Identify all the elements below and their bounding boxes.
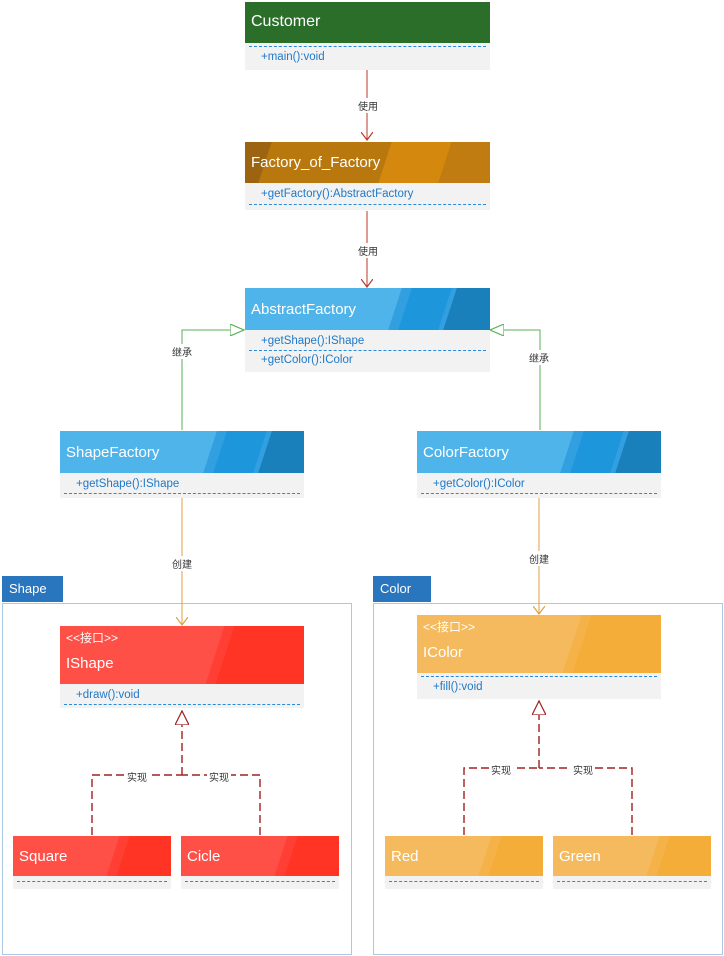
class-red-body [385,876,543,889]
edge-inherit-right [490,330,541,430]
class-cicle-body [181,876,339,889]
edge-impl-square [91,774,182,835]
class-abstract-factory-body: +getShape():IShape +getColor():IColor [245,330,490,372]
edge-label-impl-square: 实现 [125,769,149,784]
edge-label-inherit-right: 继承 [527,350,551,365]
class-red-title: Red [391,848,419,865]
interface-icolor[interactable]: <<接口>> IColor +fill():void [417,615,661,699]
class-factory-of-factory-title: Factory_of_Factory [251,154,381,171]
class-shape-factory-body: +getShape():IShape [60,473,304,498]
member-shape-factory-get-shape: +getShape():IShape [76,478,180,490]
class-shape-factory-header: ShapeFactory [60,431,304,473]
class-factory-of-factory[interactable]: Factory_of_Factory +getFactory():Abstrac… [245,142,490,210]
edge-label-create-left: 创建 [170,556,194,571]
member-get-color: +getColor():IColor [261,354,353,366]
class-shape-factory[interactable]: ShapeFactory +getShape():IShape [60,431,304,498]
edge-label-create-right: 创建 [527,551,551,566]
edge-label-impl-cicle: 实现 [207,769,231,784]
class-cicle[interactable]: Cicle [181,836,339,889]
edge-impl-cicle [182,774,261,835]
edge-inherit-left [181,330,244,430]
class-shape-factory-title: ShapeFactory [66,444,160,461]
member-fill: +fill():void [433,681,483,693]
class-factory-of-factory-header: Factory_of_Factory [245,142,490,183]
member-draw: +draw():void [76,689,140,701]
class-square-title: Square [19,848,68,865]
interface-icolor-stereotype: <<接口>> [423,620,476,634]
member-get-factory: +getFactory():AbstractFactory [261,188,414,200]
edge-impl-red [463,767,539,835]
class-customer[interactable]: Customer +main():void [245,2,490,70]
edge-impl-green [539,767,633,835]
class-abstract-factory[interactable]: AbstractFactory +getShape():IShape +getC… [245,288,490,372]
package-color-tab: Color [373,576,431,602]
class-color-factory-body: +getColor():IColor [417,473,661,498]
interface-ishape-header: <<接口>> IShape [60,626,304,684]
class-abstract-factory-header: AbstractFactory [245,288,490,330]
class-green-header: Green [553,836,711,876]
edge-label-use-1: 使用 [356,98,380,113]
interface-ishape[interactable]: <<接口>> IShape +draw():void [60,626,304,708]
interface-ishape-title: IShape [66,655,114,672]
class-cicle-title: Cicle [187,848,221,865]
class-green-body [553,876,711,889]
edge-label-impl-green: 实现 [571,762,595,777]
class-square-body [13,876,171,889]
class-square-header: Square [13,836,171,876]
class-color-factory-title: ColorFactory [423,444,509,461]
class-red[interactable]: Red [385,836,543,889]
interface-ishape-stereotype: <<接口>> [66,631,119,645]
interface-icolor-title: IColor [423,644,464,661]
class-green[interactable]: Green [553,836,711,889]
class-factory-of-factory-body: +getFactory():AbstractFactory [245,183,490,210]
member-main: +main():void [261,51,325,63]
edge-label-impl-red: 实现 [489,762,513,777]
class-red-header: Red [385,836,543,876]
edge-label-inherit-left: 继承 [170,344,194,359]
package-shape-tab: Shape [2,576,63,602]
class-green-title: Green [559,848,601,865]
member-color-factory-get-color: +getColor():IColor [433,478,525,490]
class-customer-body: +main():void [245,43,490,70]
class-color-factory-header: ColorFactory [417,431,661,473]
interface-ishape-body: +draw():void [60,684,304,708]
interface-icolor-header: <<接口>> IColor [417,615,661,673]
class-color-factory[interactable]: ColorFactory +getColor():IColor [417,431,661,498]
class-customer-title: Customer [251,13,321,30]
interface-icolor-body: +fill():void [417,673,661,699]
member-get-shape: +getShape():IShape [261,335,365,347]
class-abstract-factory-title: AbstractFactory [251,301,357,318]
edge-label-use-2: 使用 [356,243,380,258]
class-square[interactable]: Square [13,836,171,889]
class-cicle-header: Cicle [181,836,339,876]
class-customer-header: Customer [245,2,490,43]
